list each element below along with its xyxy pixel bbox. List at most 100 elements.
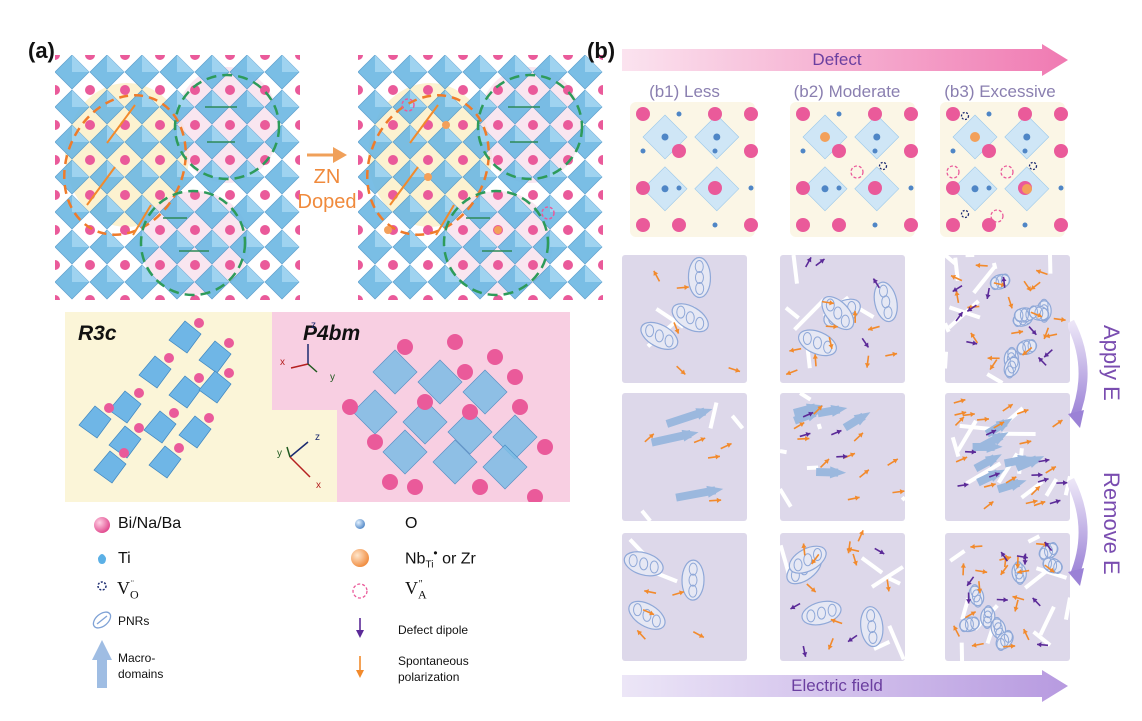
spont-arrow-head	[899, 489, 905, 495]
pnr-sub	[983, 610, 993, 624]
octahedron-face	[142, 55, 159, 72]
pink-atom	[225, 295, 235, 300]
pnr-sub	[695, 316, 705, 330]
octahedron-face	[375, 195, 392, 212]
spont-arrow-head	[971, 642, 977, 648]
pnr-ellipse	[797, 329, 837, 357]
r3c-atom	[224, 368, 234, 378]
octahedron-face	[375, 90, 392, 107]
pnr-ellipse	[671, 303, 709, 333]
pnr-sub	[840, 314, 850, 328]
nb-sup: •	[433, 546, 438, 560]
pnr-sub	[817, 606, 827, 620]
pink-atom	[225, 190, 235, 200]
grain-boundary	[965, 461, 1002, 486]
pink-atom	[85, 55, 95, 60]
pnr-sub	[1053, 560, 1063, 574]
o-atom	[872, 148, 878, 154]
pnr-sub	[970, 616, 980, 630]
macrodomain-arrowhead	[695, 408, 713, 420]
octahedron-face	[212, 55, 229, 72]
grain-boundary	[870, 565, 905, 589]
pink-atom	[388, 295, 398, 300]
a-site-atom	[946, 218, 960, 232]
zn-doped-label: ZN Doped	[286, 165, 368, 215]
zn-label-line1: ZN	[313, 166, 341, 188]
pnr-sub	[827, 603, 837, 617]
octahedron-face	[550, 195, 567, 212]
legend-defect-dipole-arrowhead	[356, 630, 364, 638]
defect-dipole-head	[957, 312, 963, 318]
octahedron-face	[177, 55, 194, 72]
octahedron-face	[480, 230, 497, 247]
pnr-sub	[1014, 566, 1024, 580]
pink-atom	[225, 55, 235, 60]
col-title-excessive: (b3) Excessive	[944, 82, 1056, 101]
defect-dipole-head	[863, 342, 869, 348]
a-site-atom	[982, 144, 996, 158]
a-site-atom	[796, 181, 810, 195]
grain-boundary	[779, 449, 787, 455]
octahedron-face	[212, 230, 229, 247]
p4bm-atom	[462, 404, 478, 420]
octahedron-face	[247, 265, 264, 282]
octahedron-face	[247, 230, 264, 247]
va-sub: A	[418, 587, 427, 602]
macrodomain-arrowhead	[984, 454, 1002, 468]
pnr-sub	[688, 562, 698, 576]
p4bm-atom	[472, 479, 488, 495]
b-site-atom	[1023, 133, 1031, 141]
octahedron-face	[247, 90, 264, 107]
panel-a-label: (a)	[28, 38, 55, 63]
o-atom	[986, 111, 992, 117]
spont-arrow-head	[812, 354, 818, 359]
r3c-atom	[194, 318, 204, 328]
spont-arrow-head	[684, 284, 689, 290]
legend-ti-drop	[98, 554, 106, 564]
pink-atom	[155, 295, 165, 300]
o-vacancy	[878, 161, 888, 171]
pink-atom	[155, 55, 165, 60]
pnr-outline	[476, 73, 584, 181]
p4bm-octahedron	[482, 444, 528, 490]
pink-atom	[493, 190, 503, 200]
legend-defect-dipole: Defect dipole	[398, 623, 469, 637]
dopant-atom	[442, 121, 450, 129]
r3c-octahedron	[138, 355, 172, 389]
pink-atom	[120, 55, 130, 60]
crystal-structures	[78, 318, 553, 502]
pink-atom	[155, 190, 165, 200]
p4bm-octahedron	[402, 399, 448, 445]
defect-dipole-head	[1001, 276, 1007, 282]
o-atom	[712, 222, 718, 228]
spont-arrow-head	[988, 501, 994, 507]
defect-dipole-head	[967, 580, 972, 586]
defect-dipole-head	[1055, 499, 1061, 505]
pink-atom	[563, 155, 573, 165]
grain-boundary	[986, 372, 1004, 385]
spont-arrow-head	[999, 421, 1005, 427]
spont-arrow-head	[811, 559, 817, 565]
defect-dipole-head	[991, 429, 997, 435]
o-atom	[712, 148, 718, 154]
pink-atom	[260, 225, 270, 235]
a-site-atom	[672, 218, 686, 232]
spont-line2: polarization	[398, 670, 460, 685]
defect-dipole-head	[967, 306, 973, 312]
spont-arrow-head	[653, 270, 659, 276]
pink-atom	[225, 85, 235, 95]
a-site-atom	[904, 144, 918, 158]
pnr-sub	[964, 617, 974, 631]
spont-arrow-head	[829, 300, 834, 306]
pnr-sub	[651, 614, 661, 628]
a-site-atom	[796, 107, 810, 121]
pnr-sub	[664, 334, 674, 348]
pink-atom	[190, 55, 200, 60]
p4bm-octahedron	[432, 439, 478, 485]
pink-atom	[120, 155, 130, 165]
defect-dipole-head	[805, 432, 811, 438]
octahedron-face	[282, 230, 299, 247]
spont-arrow-head	[810, 587, 816, 593]
pink-atom	[120, 260, 130, 270]
pink-atom	[458, 85, 468, 95]
